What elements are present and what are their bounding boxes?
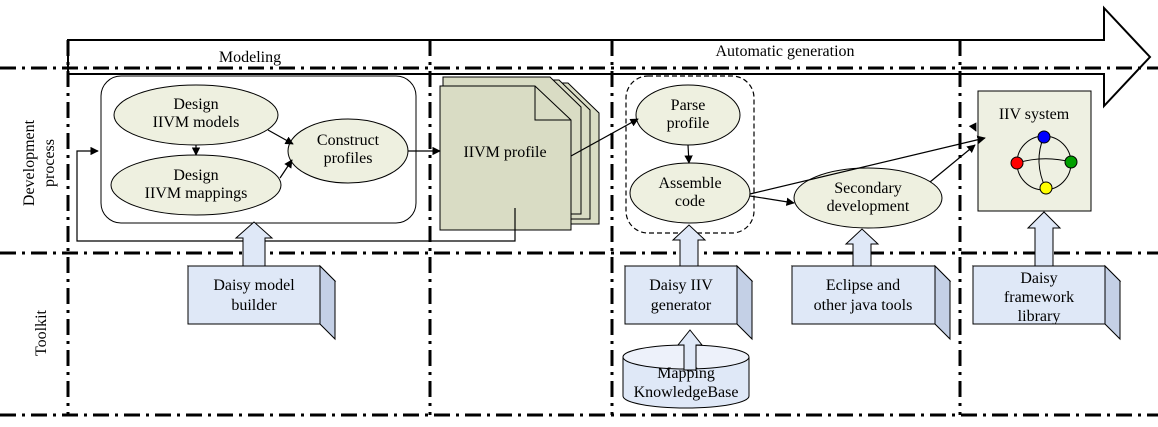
svg-text:generator: generator xyxy=(651,297,712,314)
builder-to-modeling-arrow xyxy=(234,221,274,267)
flow-arrows xyxy=(76,118,986,242)
svg-text:code: code xyxy=(675,193,705,210)
svg-text:Mapping: Mapping xyxy=(657,365,715,382)
svg-text:Construct: Construct xyxy=(317,132,380,149)
svg-text:framework: framework xyxy=(1004,289,1074,306)
svg-text:development: development xyxy=(827,198,910,215)
svg-text:Daisy model: Daisy model xyxy=(213,277,295,294)
knowledge-to-generator-arrow xyxy=(676,329,704,371)
network-node-blue xyxy=(1037,130,1051,144)
lane-label-development-2: process xyxy=(41,139,58,187)
lane-label-toolkit: Toolkit xyxy=(33,309,50,356)
assemble-code-node: Assemble code xyxy=(629,162,751,224)
svg-text:builder: builder xyxy=(231,297,277,314)
framework-to-system-arrow xyxy=(1026,211,1062,267)
phase-modeling-label: Modeling xyxy=(219,49,281,66)
generator-to-assemble-arrow xyxy=(671,224,707,267)
daisy-model-builder-box: Daisy model builder xyxy=(186,264,337,341)
svg-text:Design: Design xyxy=(173,96,218,113)
iiv-system-box: IIV system xyxy=(977,90,1092,212)
svg-text:Parse: Parse xyxy=(671,97,706,114)
eclipse-to-secondary-arrow xyxy=(844,228,880,267)
svg-text:Assemble: Assemble xyxy=(658,175,721,192)
network-node-red xyxy=(1010,156,1024,170)
iivm-profile-document xyxy=(439,76,600,231)
svg-text:Design: Design xyxy=(173,167,218,184)
iivm-profile-label: IIVM profile xyxy=(463,144,546,161)
svg-text:profile: profile xyxy=(667,115,710,132)
daisy-iiv-generator-box: Daisy IIV generator xyxy=(623,264,754,341)
svg-text:library: library xyxy=(1018,308,1061,325)
design-models-node: Design IIVM models xyxy=(113,84,279,146)
construct-profiles-node: Construct profiles xyxy=(287,118,409,184)
network-node-green xyxy=(1064,155,1078,169)
secondary-development-node: Secondary development xyxy=(793,167,943,229)
lane-grid xyxy=(0,40,1158,417)
knowledge-base-cylinder: Mapping KnowledgeBase xyxy=(622,344,750,409)
svg-text:IIVM mappings: IIVM mappings xyxy=(145,185,248,202)
design-mappings-node: Design IIVM mappings xyxy=(110,154,282,216)
svg-text:profiles: profiles xyxy=(324,150,373,167)
svg-text:Daisy IIV: Daisy IIV xyxy=(649,277,713,294)
svg-text:Daisy: Daisy xyxy=(1020,270,1057,287)
daisy-framework-library-box: Daisy framework library xyxy=(971,264,1122,341)
block-arrows xyxy=(234,211,1062,371)
svg-text:KnowledgeBase: KnowledgeBase xyxy=(634,384,739,401)
svg-text:Eclipse and: Eclipse and xyxy=(826,277,900,294)
eclipse-tools-box: Eclipse and other java tools xyxy=(790,264,952,341)
svg-text:other java tools: other java tools xyxy=(814,297,913,314)
iiv-system-title: IIV system xyxy=(999,106,1070,123)
parse-profile-node: Parse profile xyxy=(635,84,741,146)
lane-label-development-1: Development xyxy=(21,119,38,206)
svg-text:IIVM models: IIVM models xyxy=(153,114,240,131)
network-node-yellow xyxy=(1039,181,1053,195)
svg-text:Secondary: Secondary xyxy=(834,180,902,197)
phase-generation-label: Automatic generation xyxy=(715,43,854,60)
